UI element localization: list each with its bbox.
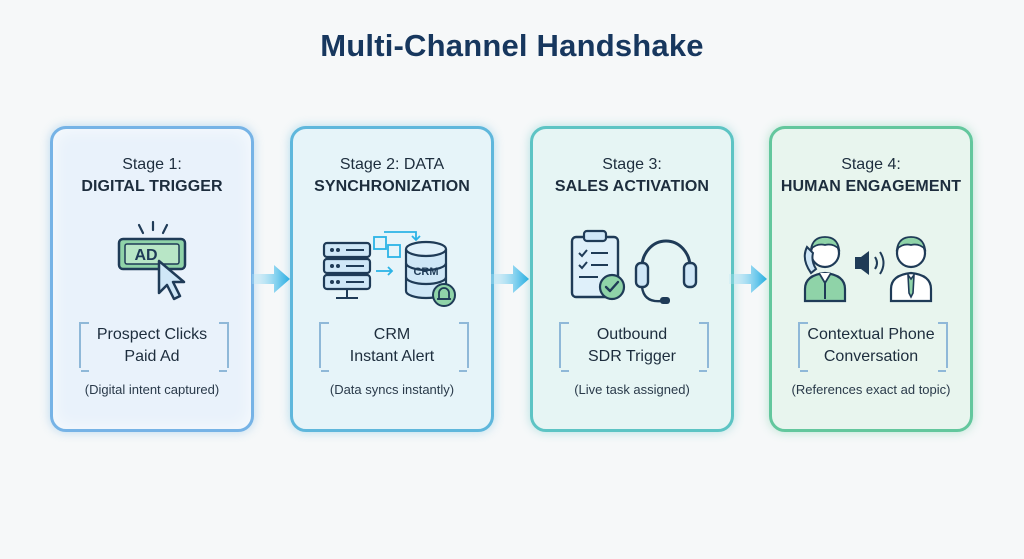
stage-3-name: SALES ACTIVATION	[554, 178, 710, 195]
stage-3-label-line2: SDR Trigger	[587, 348, 677, 365]
stage-1-label-line1: Prospect Clicks	[96, 326, 208, 343]
stage-4-caption: (References exact ad topic)	[791, 382, 951, 397]
stage-1-name: DIGITAL TRIGGER	[81, 178, 223, 195]
stage-1-label-line2: Paid Ad	[124, 348, 180, 365]
stage-1-caption: (Digital intent captured)	[84, 382, 220, 397]
stage-4-label-line2: Conversation	[823, 348, 919, 365]
stage-1-label-bracket	[79, 322, 229, 368]
ad-click-icon: AD	[53, 219, 251, 309]
stage-4-name: HUMAN ENGAGEMENT	[780, 178, 962, 195]
stage-3-label-line1: Outbound	[596, 326, 668, 343]
arrow-right-icon	[252, 265, 290, 293]
stage-1-number: Stage 1:	[122, 156, 182, 173]
svg-text:AD: AD	[134, 247, 157, 264]
stage-card-3: Stage 3: SALES ACTIVATION Outbound SDR	[530, 126, 734, 432]
stage-2-caption: (Data syncs instantly)	[329, 382, 455, 397]
svg-text:CRM: CRM	[413, 266, 438, 278]
stage-2-label-line1: CRM	[373, 326, 411, 343]
stage-4-number: Stage 4:	[841, 156, 901, 173]
stage-3-label-bracket	[559, 322, 709, 368]
phone-conversation-icon	[772, 219, 970, 309]
page-title: Multi-Channel Handshake	[320, 28, 704, 63]
stage-2-label-bracket	[319, 322, 469, 368]
server-crm-sync-icon: CRM	[293, 219, 491, 309]
arrow-right-icon	[729, 265, 767, 293]
stage-3-number: Stage 3:	[602, 156, 662, 173]
stage-card-1: Stage 1: DIGITAL TRIGGER AD Prospect Cli…	[50, 126, 254, 432]
stage-3-caption: (Live task assigned)	[574, 382, 690, 397]
stage-2-number: Stage 2: DATA	[339, 156, 445, 173]
stage-2-name: SYNCHRONIZATION	[314, 178, 470, 195]
stage-4-label-bracket	[798, 322, 948, 368]
stage-card-2: Stage 2: DATA SYNCHRONIZATION	[290, 126, 494, 432]
arrow-right-icon	[491, 265, 529, 293]
stage-card-4: Stage 4: HUMAN ENGAGEMENT Contextual Pho…	[769, 126, 973, 432]
stage-4-label-line1: Contextual Phone	[807, 326, 935, 343]
stage-2-label-line2: Instant Alert	[349, 348, 435, 365]
clipboard-headset-icon	[533, 219, 731, 309]
